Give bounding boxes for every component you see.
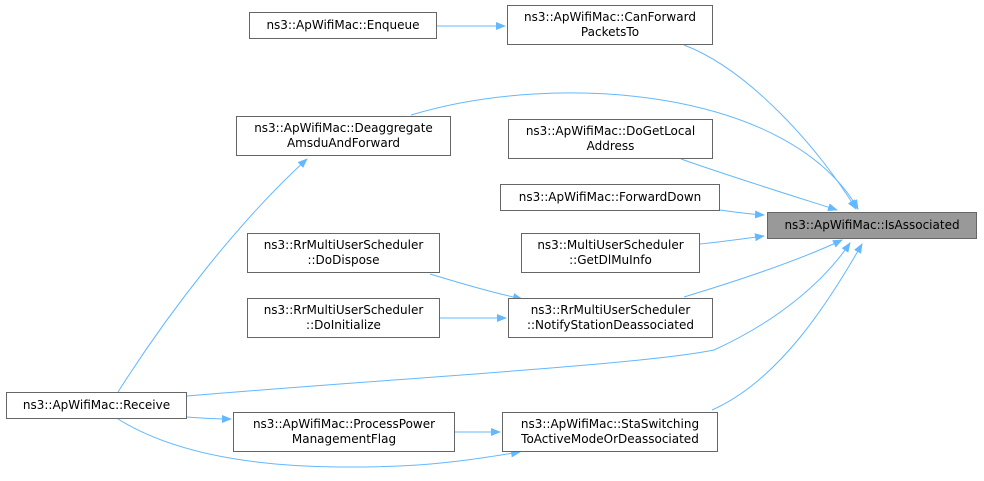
node-receive-line-1: ns3::ApWifiMac::Receive bbox=[22, 398, 171, 412]
node-deaggregate-line-2: AmsduAndForward bbox=[286, 136, 401, 150]
node-canforward[interactable]: ns3::ApWifiMac::CanForward PacketsTo bbox=[507, 5, 713, 45]
edge-receive-isassociated bbox=[186, 242, 851, 397]
node-notifydeassoc-line-1: ns3::RrMultiUserScheduler bbox=[530, 303, 691, 317]
node-processpower[interactable]: ns3::ApWifiMac::ProcessPower ManagementF… bbox=[233, 412, 455, 452]
node-dogetlocal[interactable]: ns3::ApWifiMac::DoGetLocal Address bbox=[508, 119, 713, 159]
edge-notifydeassoc-isassociated bbox=[683, 239, 843, 298]
node-receive[interactable]: ns3::ApWifiMac::Receive bbox=[6, 392, 187, 419]
edge-rrdodispose-notifydeassoc bbox=[429, 273, 523, 301]
edge-forwarddown-isassociated bbox=[719, 209, 765, 219]
node-getdlmuinfo[interactable]: ns3::MultiUserScheduler ::GetDlMuInfo bbox=[521, 233, 700, 273]
edge-receive-staswitching bbox=[117, 418, 521, 468]
node-getdlmuinfo-line-2: ::GetDlMuInfo bbox=[569, 253, 652, 267]
edge-deaggregate-isassociated bbox=[410, 92, 859, 210]
edge-receive-deaggregate bbox=[117, 158, 308, 393]
node-enqueue-line-1: ns3::ApWifiMac::Enqueue bbox=[266, 18, 420, 32]
node-notifydeassoc[interactable]: ns3::RrMultiUserScheduler ::NotifyStatio… bbox=[508, 298, 713, 338]
node-rrdodispose-line-1: ns3::RrMultiUserScheduler bbox=[263, 238, 424, 252]
node-enqueue[interactable]: ns3::ApWifiMac::Enqueue bbox=[249, 12, 437, 39]
edge-canforward-isassociated bbox=[683, 44, 857, 210]
node-deaggregate-line-1: ns3::ApWifiMac::Deaggregate bbox=[254, 121, 433, 135]
node-processpower-line-2: ManagementFlag bbox=[291, 432, 397, 446]
node-isassociated: ns3::ApWifiMac::IsAssociated bbox=[767, 212, 977, 239]
node-staswitching-line-1: ns3::ApWifiMac::StaSwitching bbox=[520, 417, 700, 431]
edge-staswitching-isassociated bbox=[711, 243, 863, 411]
node-rrdoinit-line-2: ::DoInitialize bbox=[306, 318, 381, 332]
edge-dogetlocal-isassociated bbox=[680, 158, 838, 212]
node-staswitching-line-2: ToActiveModeOrDeassociated bbox=[521, 432, 699, 446]
node-dogetlocal-line-1: ns3::ApWifiMac::DoGetLocal bbox=[525, 124, 696, 138]
node-isassociated-line-1: ns3::ApWifiMac::IsAssociated bbox=[784, 218, 960, 232]
node-rrdoinit[interactable]: ns3::RrMultiUserScheduler ::DoInitialize bbox=[247, 298, 440, 338]
node-staswitching[interactable]: ns3::ApWifiMac::StaSwitching ToActiveMod… bbox=[502, 412, 718, 452]
node-notifydeassoc-line-2: ::NotifyStationDeassociated bbox=[526, 318, 695, 332]
node-canforward-line-1: ns3::ApWifiMac::CanForward bbox=[524, 10, 696, 24]
node-rrdoinit-line-1: ns3::RrMultiUserScheduler bbox=[263, 303, 424, 317]
node-forwarddown[interactable]: ns3::ApWifiMac::ForwardDown bbox=[500, 184, 720, 211]
node-dogetlocal-line-2: Address bbox=[586, 139, 635, 153]
edge-receive-processpower bbox=[186, 414, 232, 423]
node-rrdodispose[interactable]: ns3::RrMultiUserScheduler ::DoDispose bbox=[247, 233, 440, 273]
node-canforward-line-2: PacketsTo bbox=[580, 25, 640, 39]
node-getdlmuinfo-line-1: ns3::MultiUserScheduler bbox=[537, 238, 684, 252]
node-forwarddown-line-1: ns3::ApWifiMac::ForwardDown bbox=[518, 190, 702, 204]
node-deaggregate[interactable]: ns3::ApWifiMac::Deaggregate AmsduAndForw… bbox=[236, 116, 451, 156]
node-rrdodispose-line-2: ::DoDispose bbox=[307, 253, 380, 267]
edge-getdlmuinfo-isassociated bbox=[699, 233, 765, 245]
node-processpower-line-1: ns3::ApWifiMac::ProcessPower bbox=[252, 417, 436, 431]
